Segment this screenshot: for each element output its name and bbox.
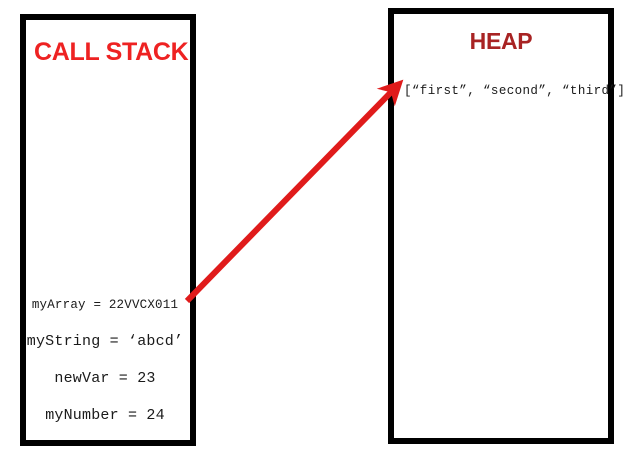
heap-title: HEAP [469, 28, 533, 54]
call-stack-frame: myNumber = 24 [45, 407, 165, 424]
heap-region: HEAP [“first”, “second”, “third”] [388, 8, 626, 444]
call-stack-title: CALL STACK [34, 38, 189, 66]
call-stack-frame: myArray = 22VVCX011 [31, 298, 179, 312]
heap-entry-list: [“first”, “second”, “third”] [404, 82, 626, 100]
heap-entry: [“first”, “second”, “third”] [404, 84, 626, 98]
call-stack-frame-list: myArray = 22VVCX011 myString = ‘abcd’ ne… [26, 298, 184, 424]
call-stack-region: CALL STACK myArray = 22VVCX011 myString … [20, 14, 196, 446]
call-stack-frame: newVar = 23 [54, 370, 156, 387]
call-stack-frame: myString = ‘abcd’ [26, 333, 184, 350]
